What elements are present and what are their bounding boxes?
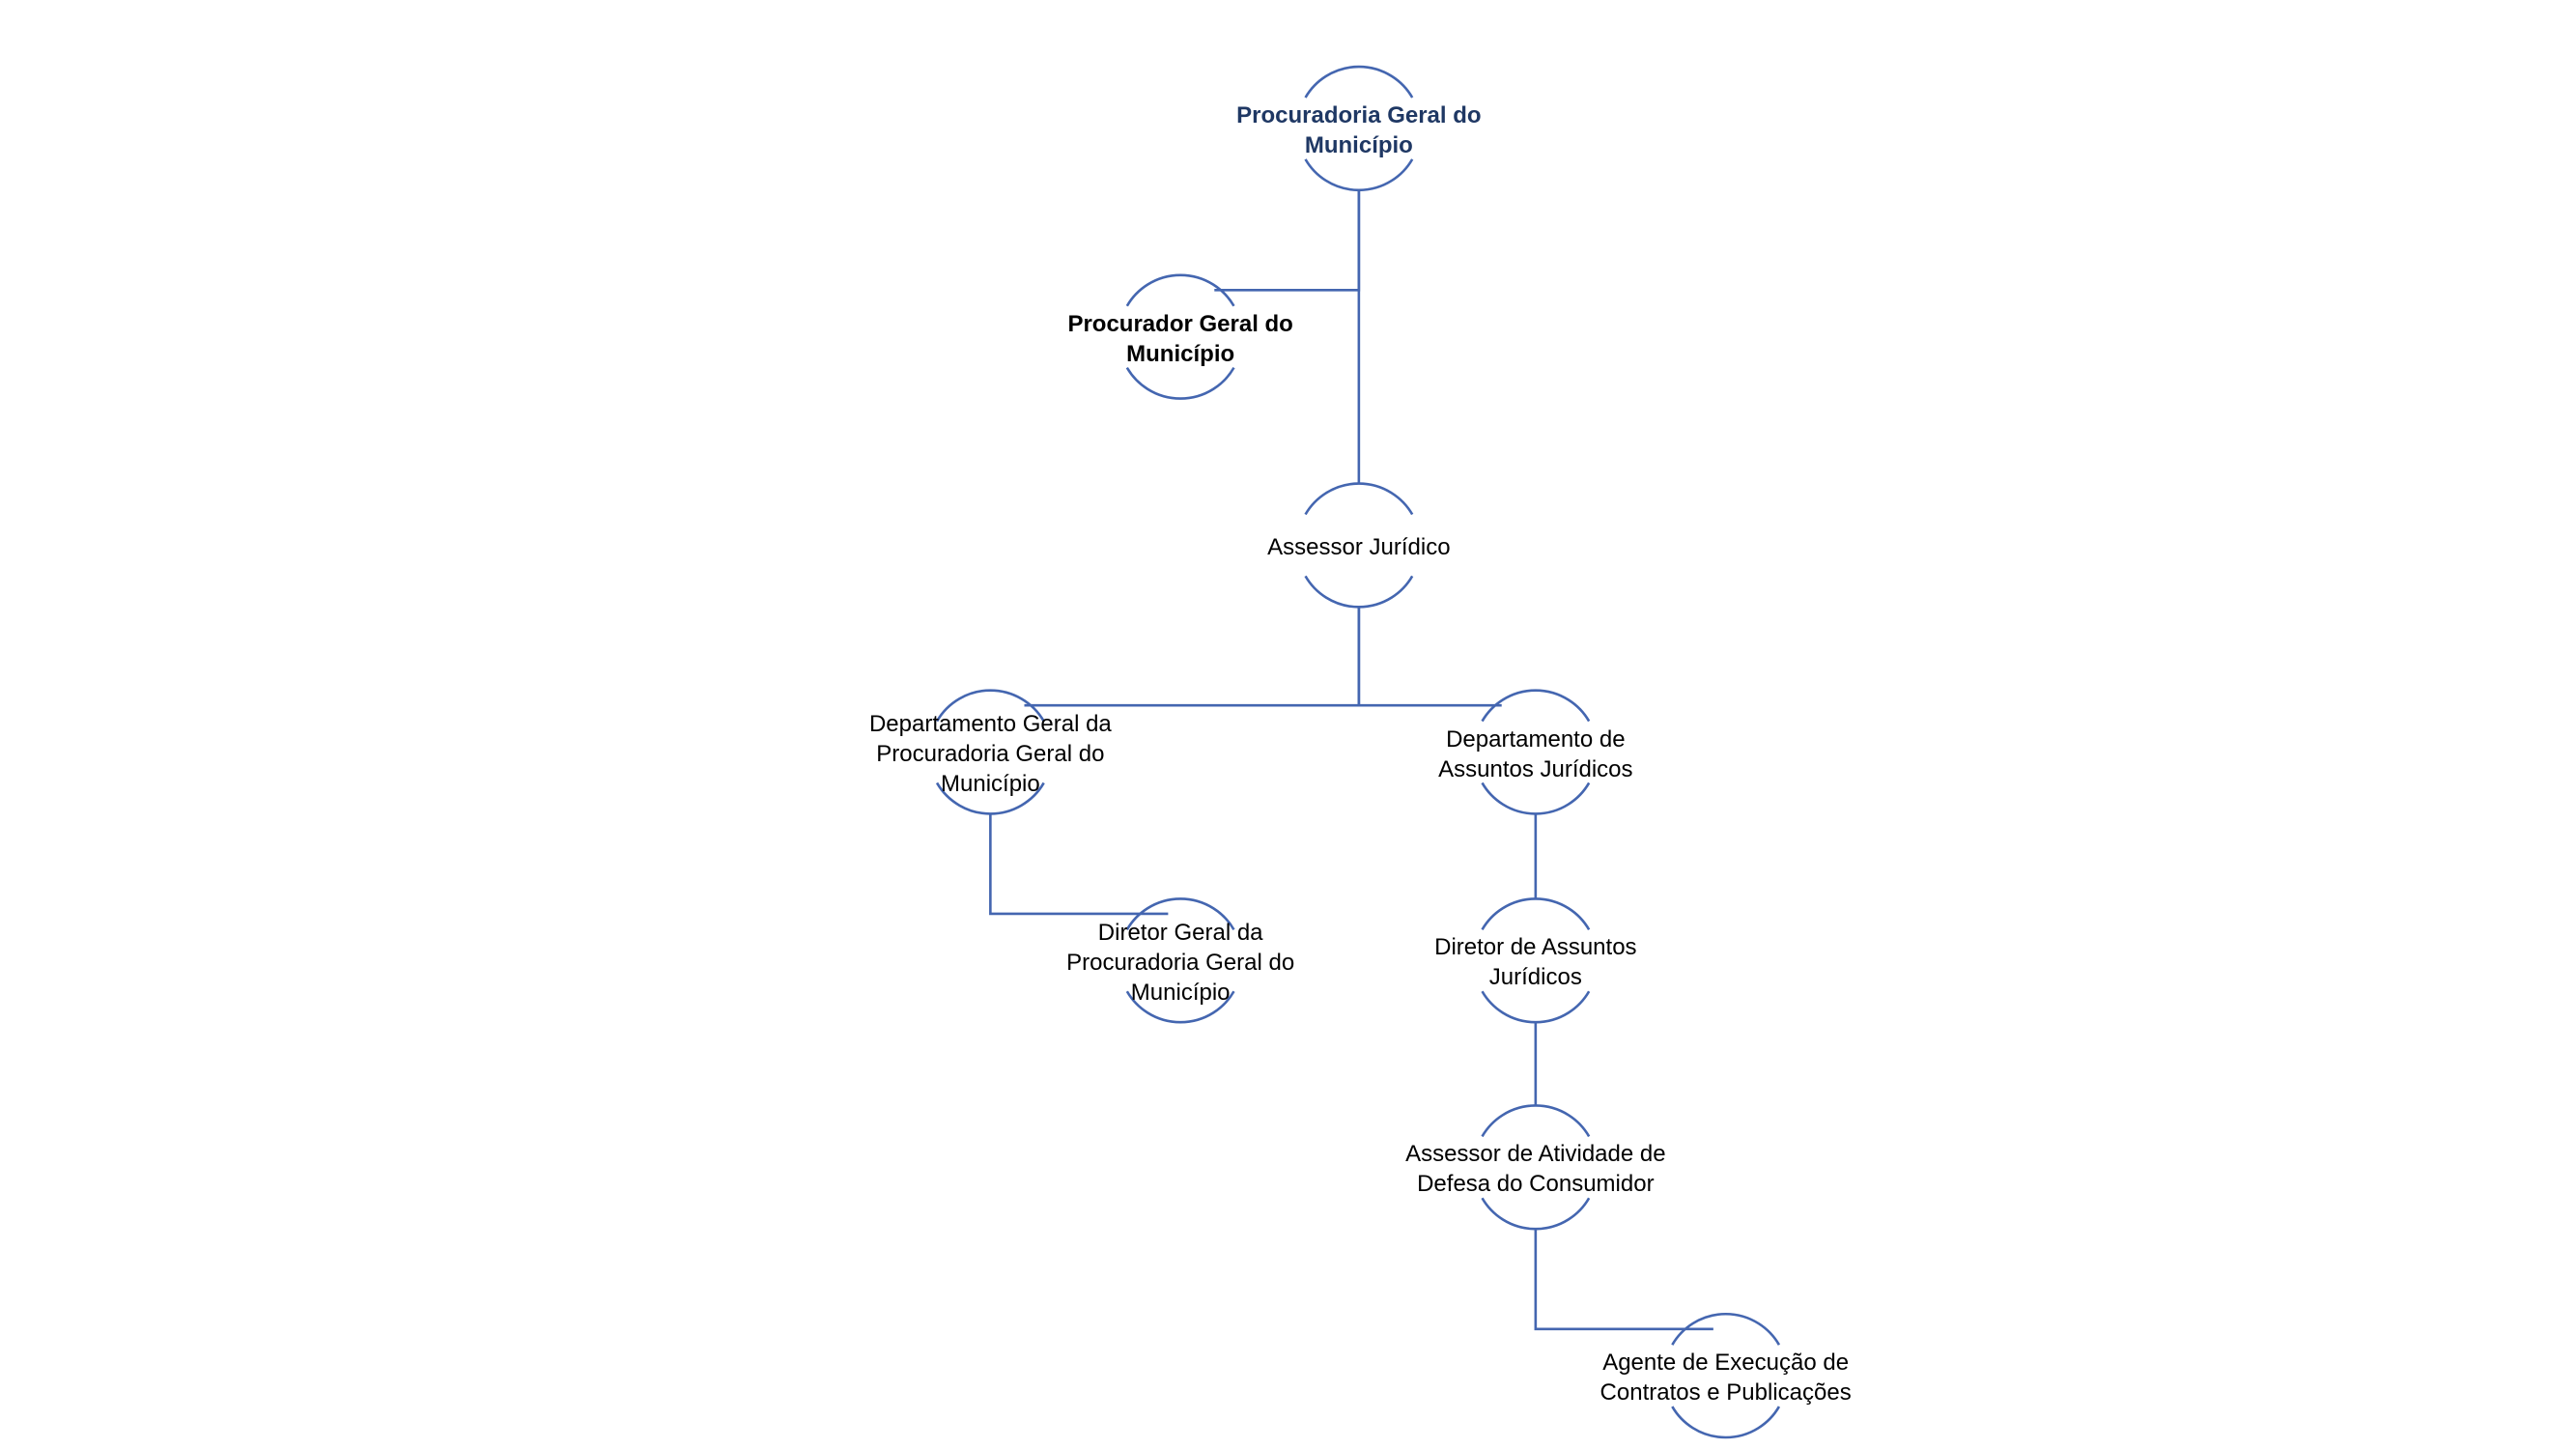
node-bottom-arc-departamento-assuntos bbox=[1481, 781, 1591, 815]
node-top-arc-departamento-geral bbox=[935, 689, 1045, 723]
node-label-line: Departamento de bbox=[1446, 725, 1626, 753]
node-label-line: Procuradoria Geral do bbox=[876, 741, 1105, 768]
node-label-line: Município bbox=[941, 771, 1040, 798]
connector-assessor-juridico-to-departamento-geral bbox=[1024, 607, 1361, 707]
node-bottom-arc-departamento-geral bbox=[935, 781, 1045, 815]
node-bottom-arc-assessor-juridico bbox=[1304, 575, 1414, 609]
node-top-arc-procuradoria bbox=[1304, 65, 1414, 99]
node-bottom-arc-procuradoria bbox=[1304, 158, 1414, 192]
node-label-line: Assessor Jurídico bbox=[1267, 533, 1451, 560]
node-top-arc-diretor-geral bbox=[1125, 897, 1235, 931]
node-label-line: Procuradoria Geral do bbox=[1236, 101, 1482, 128]
node-bottom-arc-agente-execucao bbox=[1671, 1406, 1781, 1439]
node-label-line: Procurador Geral do bbox=[1067, 310, 1293, 337]
node-label-line: Jurídicos bbox=[1488, 964, 1582, 991]
node-label-line: Município bbox=[1126, 340, 1235, 367]
node-label-line: Procuradoria Geral do bbox=[1066, 949, 1295, 976]
node-top-arc-departamento-assuntos bbox=[1481, 689, 1591, 723]
node-label-line: Defesa do Consumidor bbox=[1417, 1171, 1655, 1198]
node-label-line: Município bbox=[1304, 131, 1413, 158]
node-label-assessor-atividade: Assessor de Atividade de Defesa do Consum… bbox=[1376, 1139, 1695, 1199]
node-label-procuradoria: Procuradoria Geral do Município bbox=[1200, 100, 1518, 160]
node-label-line: Contratos e Publicações bbox=[1599, 1379, 1852, 1406]
node-label-line: Agente de Execução de bbox=[1602, 1350, 1850, 1377]
node-label-assessor-juridico: Assessor Jurídico bbox=[1200, 532, 1518, 562]
node-label-line: Município bbox=[1130, 979, 1231, 1006]
node-label-line: Assessor de Atividade de bbox=[1405, 1141, 1666, 1168]
node-top-arc-assessor-juridico bbox=[1304, 482, 1414, 516]
node-label-line: Diretor Geral da bbox=[1097, 919, 1263, 946]
connector-procuradoria-to-procurador bbox=[1214, 189, 1361, 292]
node-label-procurador: Procurador Geral do Município bbox=[1021, 309, 1340, 369]
node-bottom-arc-diretor-geral bbox=[1125, 990, 1235, 1024]
node-top-arc-diretor-assuntos bbox=[1481, 897, 1591, 931]
node-label-departamento-geral: Departamento Geral da Procuradoria Geral … bbox=[831, 709, 1149, 799]
connector-departamento-geral-to-diretor-geral bbox=[989, 813, 1169, 916]
node-label-diretor-geral: Diretor Geral da Procuradoria Geral do Mun… bbox=[1021, 918, 1340, 1008]
node-top-arc-agente-execucao bbox=[1671, 1313, 1781, 1346]
node-label-line: Departamento Geral da bbox=[868, 711, 1112, 738]
node-top-arc-procurador bbox=[1125, 273, 1235, 307]
node-label-line: Diretor de Assuntos bbox=[1434, 934, 1637, 961]
connector-assessor-juridico-to-departamento-assuntos bbox=[1357, 607, 1502, 707]
node-bottom-arc-procurador bbox=[1125, 366, 1235, 400]
node-bottom-arc-assessor-atividade bbox=[1481, 1197, 1591, 1231]
node-bottom-arc-diretor-assuntos bbox=[1481, 990, 1591, 1024]
node-top-arc-assessor-atividade bbox=[1481, 1104, 1591, 1138]
node-label-line: Assuntos Jurídicos bbox=[1438, 755, 1633, 782]
connector-assessor-atividade-to-agente-execucao bbox=[1534, 1229, 1713, 1331]
